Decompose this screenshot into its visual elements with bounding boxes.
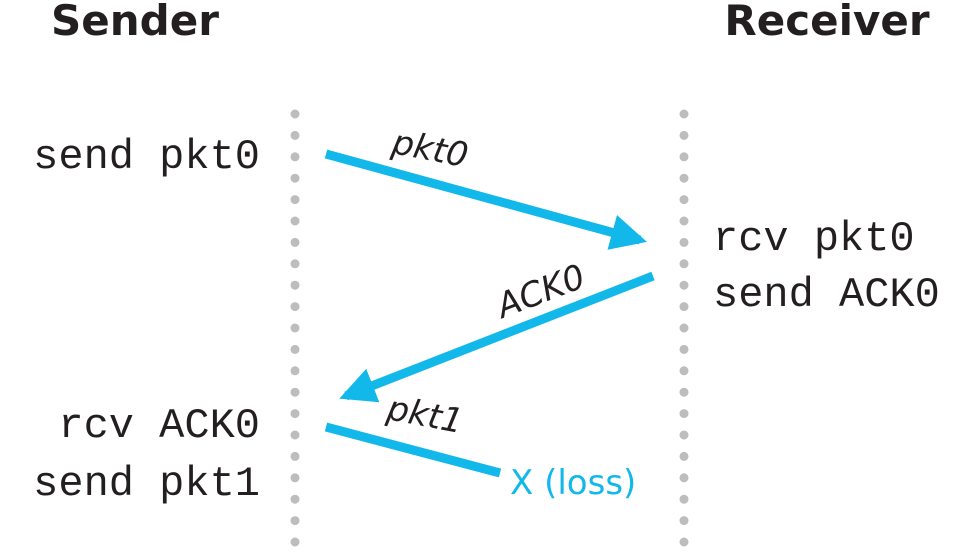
sender-event-send-pkt0: send pkt0 — [33, 133, 260, 181]
pkt0-label: pkt0 — [388, 122, 471, 176]
sender-header: Sender — [51, 0, 219, 45]
sender-event-send-pkt1: send pkt1 — [33, 460, 260, 508]
sender-event-rcv-ack0: rcv ACK0 — [58, 402, 260, 450]
pkt1-label: pkt1 — [383, 388, 466, 442]
receiver-header: Receiver — [724, 0, 929, 45]
loss-label: X (loss) — [510, 463, 636, 503]
ack0-arrow — [339, 271, 655, 403]
receiver-event-rcv-pkt0: rcv pkt0 — [713, 215, 915, 263]
pkt1-arrow — [324, 422, 502, 478]
receiver-event-send-ack0: send ACK0 — [713, 271, 940, 319]
pkt0-arrow — [324, 149, 647, 250]
